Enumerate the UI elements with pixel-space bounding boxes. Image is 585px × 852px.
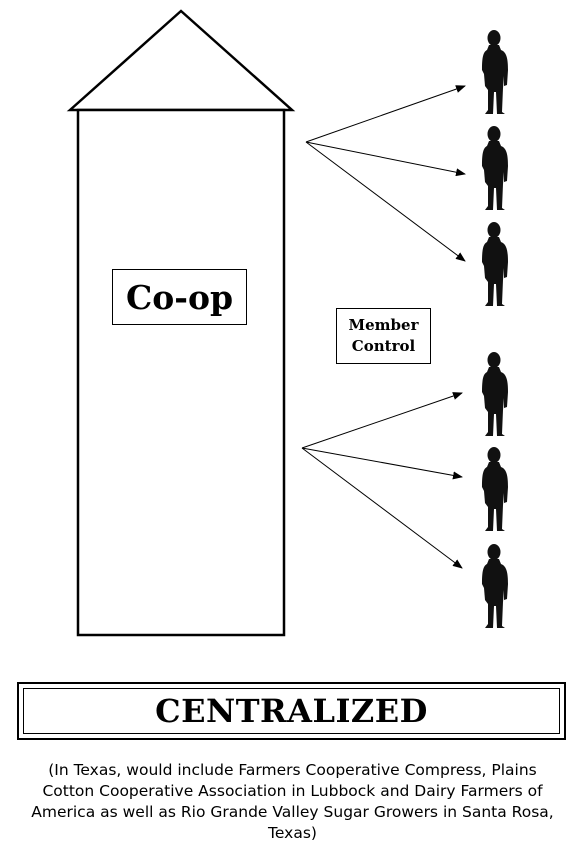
arrow-to-member-3 (305, 141, 466, 262)
arrow-to-member-6 (301, 447, 463, 569)
silo-body (76, 108, 286, 637)
arrow-to-member-4 (301, 392, 463, 449)
silo-roof (66, 9, 296, 112)
arrow-to-member-5 (301, 447, 463, 480)
title-text: CENTRALIZED (23, 688, 560, 734)
lower-arrow-group (301, 392, 463, 569)
arrow-to-member-1 (305, 85, 466, 143)
arrow-to-member-2 (305, 141, 466, 177)
member-control-label: Member Control (336, 308, 431, 364)
person-icon (482, 352, 508, 436)
person-icon (482, 447, 508, 531)
caption-text: (In Texas, would include Farmers Coopera… (31, 761, 554, 842)
person-icon (482, 222, 508, 306)
title-banner: CENTRALIZED (17, 682, 566, 740)
upper-arrow-group (305, 85, 466, 262)
member-control-line-2: Control (351, 337, 416, 355)
person-icon (482, 30, 508, 114)
person-icon (482, 544, 508, 628)
person-icon (482, 126, 508, 210)
member-figures (482, 30, 508, 628)
member-control-line-1: Member (348, 316, 419, 334)
coop-label: Co-op (112, 269, 247, 325)
